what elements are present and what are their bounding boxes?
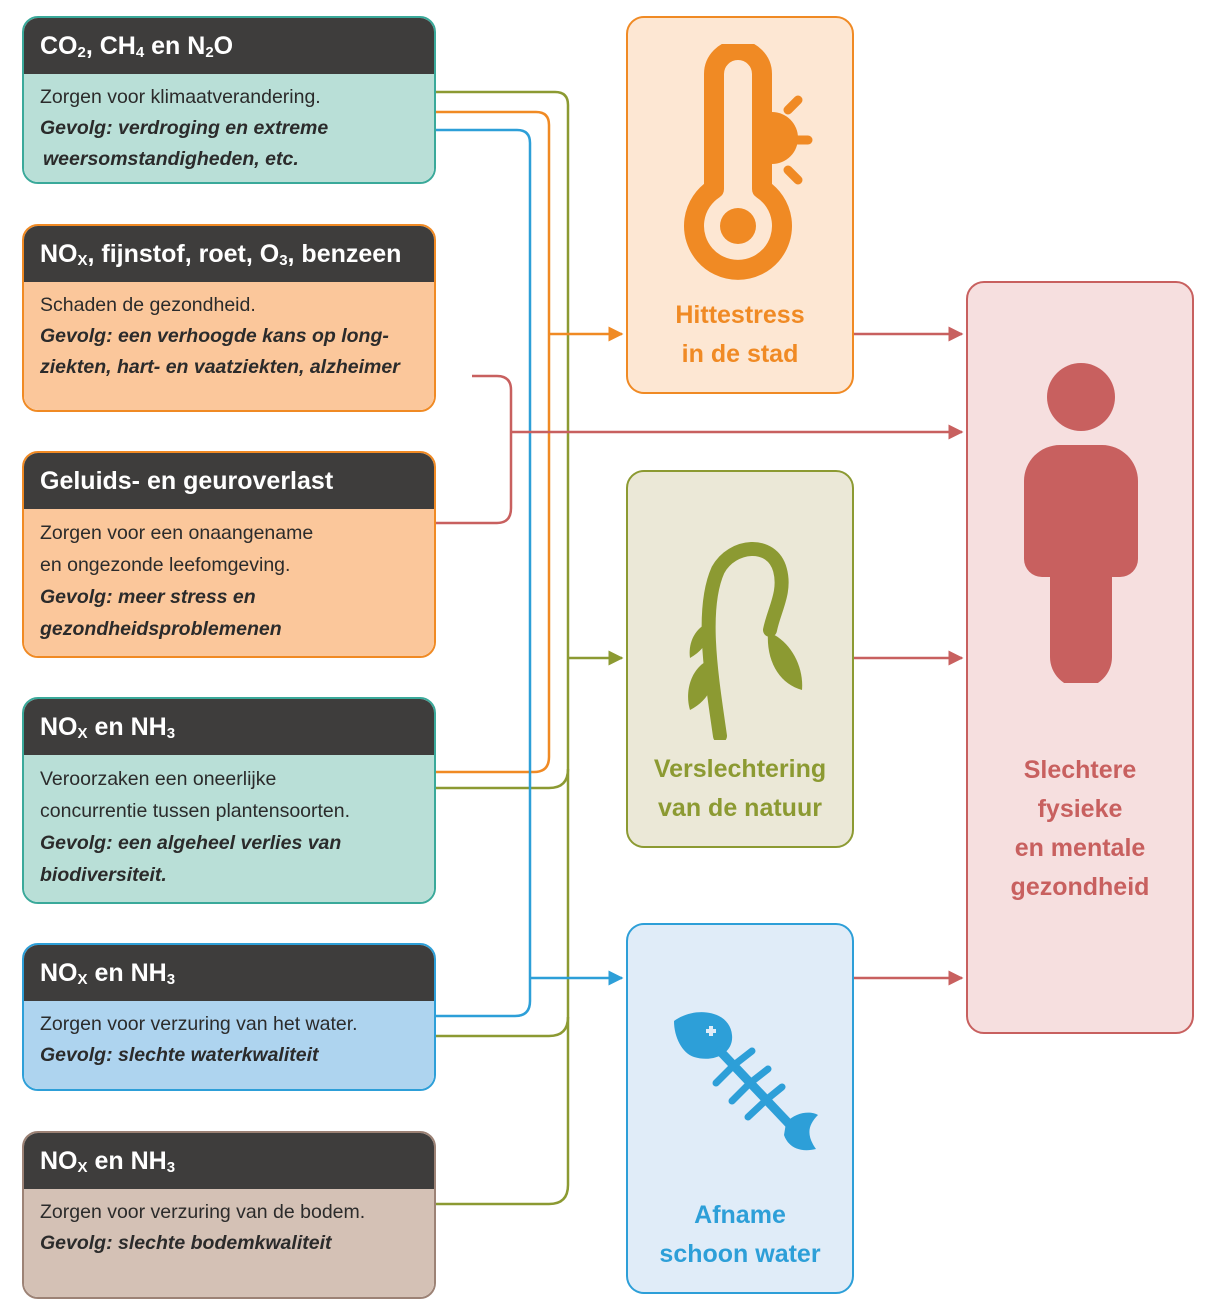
- blue-connector: [436, 128, 532, 1018]
- effect-box-heat: Hittestress in de stad: [626, 16, 854, 394]
- source-box-ghg: CO2, CH4 en N2O Zorgen voor klimaatveran…: [22, 16, 436, 184]
- source-title: NOX en NH3: [24, 1133, 434, 1189]
- red-connector: [436, 374, 513, 525]
- source-body: Veroorzaken een oneerlijke concurrentie …: [24, 755, 434, 902]
- source-consequence: Gevolg: een verhoogde kans op long-: [40, 325, 389, 347]
- source-title: NOX, fijnstof, roet, O3, benzeen: [24, 226, 434, 282]
- effect-box-nature: Verslechtering van de natuur: [626, 470, 854, 848]
- source-description: Veroorzaken een oneerlijke: [40, 768, 277, 790]
- source-consequence: Gevolg: een algeheel verlies van: [40, 832, 342, 854]
- source-body: Zorgen voor verzuring van de bodem. Gevo…: [24, 1189, 434, 1297]
- source-body: Schaden de gezondheid. Gevolg: een verho…: [24, 282, 434, 410]
- source-description: Zorgen voor klimaatverandering.: [40, 86, 321, 108]
- fish-skeleton-icon: [674, 1012, 818, 1151]
- source-description: en ongezonde leefomgeving.: [40, 554, 291, 576]
- source-description: Zorgen voor verzuring van het water.: [40, 1013, 358, 1035]
- source-consequence: Gevolg: verdroging en extreme: [40, 117, 329, 139]
- effect-box-water: Afname schoon water: [626, 923, 854, 1294]
- green-connector-water: [436, 1016, 570, 1038]
- source-consequence: ziekten, hart- en vaatziekten, alzheimer: [40, 356, 400, 378]
- source-box-nox-nh3-plants: NOX en NH3 Veroorzaken een oneerlijke co…: [22, 697, 436, 904]
- effect-label: Hittestress in de stad: [675, 301, 805, 368]
- source-description: Zorgen voor een onaangename: [40, 522, 314, 544]
- source-consequence: gezondheidsproblemenen: [40, 618, 282, 640]
- source-consequence: Gevolg: slechte bodemkwaliteit: [40, 1232, 332, 1254]
- source-description: concurrentie tussen plantensoorten.: [40, 800, 351, 822]
- wilting-plant-icon: [688, 542, 803, 740]
- thermometer-icon: [684, 44, 813, 280]
- source-consequence: biodiversiteit.: [40, 864, 167, 886]
- source-consequence: Gevolg: meer stress en: [40, 586, 256, 608]
- source-title: NOX en NH3: [24, 945, 434, 1001]
- effect-label: Afname schoon water: [659, 1201, 821, 1268]
- source-body: Zorgen voor een onaangename en ongezonde…: [24, 509, 434, 656]
- source-title: NOX en NH3: [24, 699, 434, 755]
- source-consequence: Gevolg: slechte waterkwaliteit: [40, 1044, 319, 1066]
- source-description: Zorgen voor verzuring van de bodem.: [40, 1201, 366, 1223]
- source-description: Schaden de gezondheid.: [40, 294, 256, 316]
- green-connector: [436, 90, 570, 1206]
- person-icon: [1024, 363, 1138, 683]
- source-title: CO2, CH4 en N2O: [24, 18, 434, 74]
- green-connector-nature: [436, 768, 570, 790]
- source-box-nox-nh3-soil: NOX en NH3 Zorgen voor verzuring van de …: [22, 1131, 436, 1299]
- effect-label: Verslechtering van de natuur: [653, 755, 827, 822]
- source-box-air: NOX, fijnstof, roet, O3, benzeen Schaden…: [22, 224, 436, 412]
- source-body: Zorgen voor klimaatverandering. Gevolg: …: [24, 74, 434, 182]
- source-box-nox-nh3-water: NOX en NH3 Zorgen voor verzuring van het…: [22, 943, 436, 1091]
- orange-connector: [436, 110, 551, 774]
- source-consequence: weersomstandigheden, etc.: [43, 148, 299, 170]
- source-title: Geluids- en geuroverlast: [24, 453, 434, 509]
- source-body: Zorgen voor verzuring van het water. Gev…: [24, 1001, 434, 1089]
- outcome-label: Slechtere fysieke en mentale gezondheid: [1010, 756, 1150, 901]
- outcome-box-health: Slechtere fysieke en mentale gezondheid: [966, 281, 1194, 1034]
- source-box-noise: Geluids- en geuroverlast Zorgen voor een…: [22, 451, 436, 658]
